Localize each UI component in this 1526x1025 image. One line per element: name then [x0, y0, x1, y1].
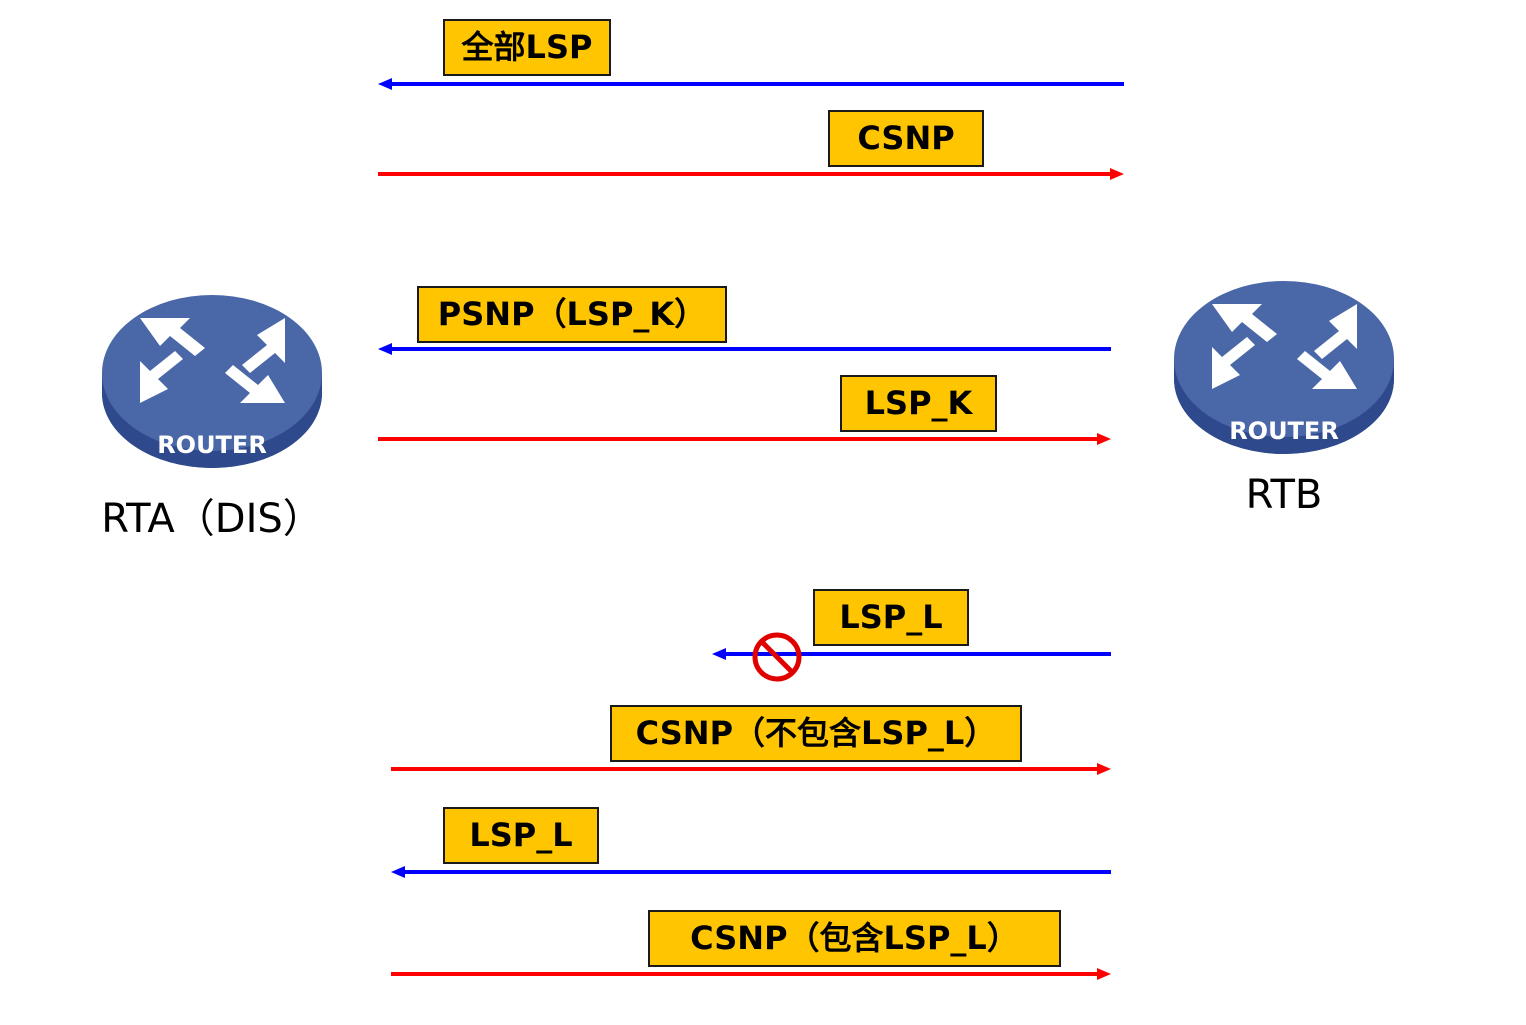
- message-label-5: LSP_L: [813, 589, 969, 646]
- router-icon-text: ROUTER: [157, 431, 267, 459]
- message-arrow-8: [391, 966, 1113, 982]
- router-rtb-name: RTB: [1245, 472, 1323, 518]
- message-arrow-5: [712, 646, 1113, 662]
- message-arrow-7: [391, 864, 1113, 880]
- router-rtb: ROUTER: [1172, 279, 1396, 457]
- router-icon-text: ROUTER: [1229, 417, 1339, 445]
- message-label-1: 全部LSP: [443, 19, 611, 76]
- message-label-2: CSNP: [828, 110, 984, 167]
- message-arrow-3: [378, 341, 1113, 357]
- router-rta: ROUTER: [100, 293, 324, 471]
- message-label-8: CSNP（包含LSP_L）: [648, 910, 1061, 967]
- message-arrow-6: [391, 761, 1113, 777]
- message-label-4: LSP_K: [840, 375, 997, 432]
- router-icon: ROUTER: [102, 295, 322, 468]
- message-label-3: PSNP（LSP_K）: [417, 286, 727, 343]
- router-icon: ROUTER: [1174, 281, 1394, 454]
- message-arrow-2: [378, 166, 1126, 182]
- message-label-6: CSNP（不包含LSP_L）: [610, 705, 1022, 762]
- message-label-7: LSP_L: [443, 807, 599, 864]
- message-arrow-4: [378, 431, 1113, 447]
- no-entry-icon: [750, 630, 804, 688]
- message-arrow-1: [378, 76, 1126, 92]
- router-rta-name: RTA（DIS）: [101, 496, 323, 542]
